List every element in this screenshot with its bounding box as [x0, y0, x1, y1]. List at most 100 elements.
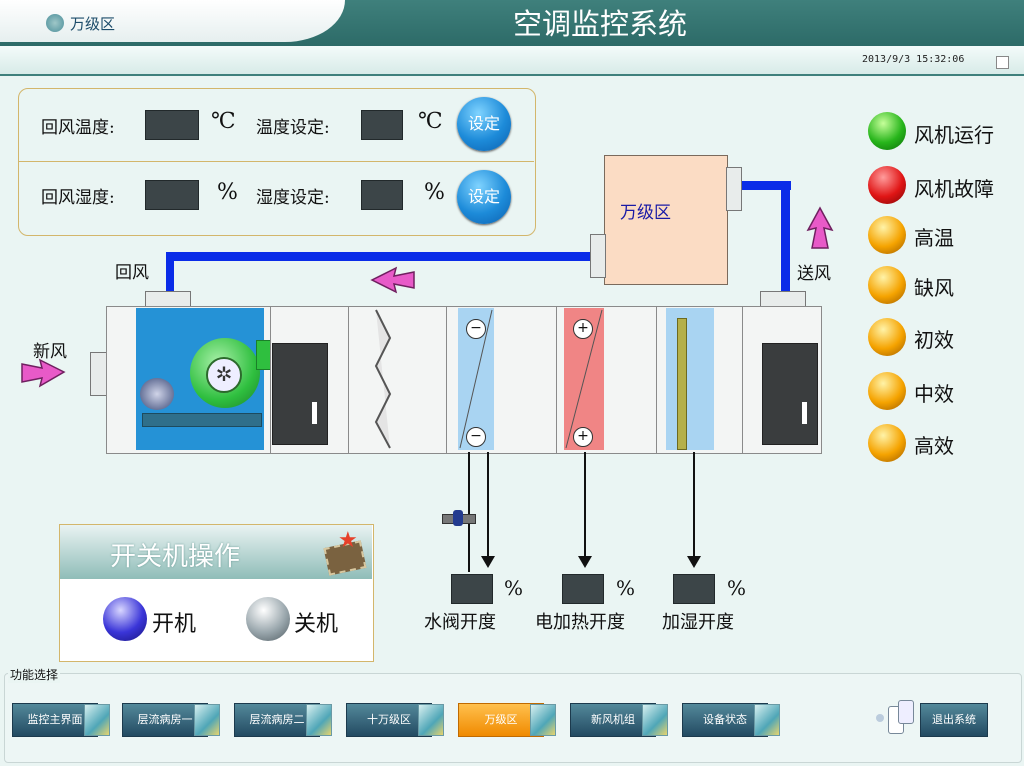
temp-set-button[interactable]: 设定: [457, 97, 511, 151]
nav-laminar-ward-1-icon: [194, 704, 220, 736]
fresh-air-label: 新风: [33, 342, 67, 362]
temp-set-unit: ℃: [418, 109, 443, 134]
primary-filter-label: 初效: [914, 328, 954, 352]
humidity-set-label: 湿度设定:: [256, 188, 330, 208]
nav-fresh-air-unit-icon: [642, 704, 668, 736]
nav-100k-zone[interactable]: 十万级区: [346, 703, 432, 737]
humidity-set-unit: %: [424, 180, 445, 205]
hepa-filter-light: [868, 424, 906, 462]
return-air-arrow-icon: [370, 266, 415, 294]
filter-section: [348, 306, 448, 454]
exit-system-button[interactable]: 退出系统: [920, 703, 988, 737]
humidity-set-button[interactable]: 设定: [457, 170, 511, 224]
humidity-set-input[interactable]: [361, 180, 403, 210]
return-humidity-unit: %: [217, 180, 238, 205]
heating-coil-diagonal: [565, 309, 603, 449]
humidifier-panel: [666, 308, 714, 450]
nav-equipment-status-icon: [754, 704, 780, 736]
humidifier-opening-value: [673, 574, 715, 604]
page-title: 空调监控系统: [512, 7, 687, 41]
motor-icon: [140, 378, 174, 410]
power-on-label: 开机: [152, 612, 197, 637]
return-temp-unit: ℃: [211, 109, 236, 134]
temp-set-label: 温度设定:: [256, 118, 330, 138]
low-air-label: 缺风: [914, 276, 954, 300]
access-door-2: [762, 343, 818, 445]
function-group-legend: 功能选择: [8, 666, 61, 683]
fan-running-label: 风机运行: [914, 123, 994, 147]
supply-air-label: 送风: [797, 264, 831, 284]
film-star-icon: ★: [320, 528, 367, 576]
filter-pleats-icon: [374, 309, 392, 449]
humidifier-opening-label: 加湿开度: [662, 612, 734, 633]
heating-coil-plus-bottom: +: [573, 427, 593, 447]
return-duct-horizontal: [166, 252, 594, 261]
panel-divider: [19, 161, 534, 162]
fresh-air-arrow-icon: [21, 358, 66, 388]
power-panel-title: 开关机操作: [110, 542, 241, 572]
return-humidity-value: [145, 180, 199, 210]
primary-filter-light: [868, 318, 906, 356]
valve-opening-unit: %: [504, 576, 524, 600]
cooling-coil-minus-bottom: −: [466, 427, 486, 447]
access-door-1: [272, 343, 328, 445]
heater-opening-label: 电加热开度: [535, 612, 625, 633]
nav-100k-zone-icon: [418, 704, 444, 736]
return-air-label: 回风: [115, 263, 149, 283]
nav-main-monitor[interactable]: 监控主界面: [12, 703, 98, 737]
nav-fresh-air-unit[interactable]: 新风机组: [570, 703, 656, 737]
nav-main-monitor-icon: [84, 704, 110, 736]
fan-fault-label: 风机故障: [914, 177, 994, 201]
zone-box: [604, 155, 728, 285]
supply-duct-vertical: [781, 181, 790, 293]
exit-device-icon: [876, 700, 916, 736]
datetime-display: 2013/9/3 15:32:06: [862, 54, 965, 65]
high-temp-label: 高温: [914, 226, 954, 250]
medium-filter-label: 中效: [914, 382, 954, 406]
return-temp-label: 回风温度:: [41, 118, 115, 138]
cooling-coil-minus-top: −: [466, 319, 486, 339]
return-duct-vertical: [166, 252, 174, 294]
fresh-inlet-connector: [90, 352, 107, 396]
power-panel-header: [60, 525, 372, 579]
nav-equipment-status[interactable]: 设备状态: [682, 703, 768, 737]
humidifier-arrow-icon: [687, 556, 701, 568]
high-temp-light: [868, 216, 906, 254]
zone-supply-connector: [726, 167, 742, 211]
temp-set-input[interactable]: [361, 110, 403, 140]
supply-air-arrow-icon: [806, 206, 834, 249]
heater-line: [584, 452, 586, 562]
nav-laminar-ward-2-icon: [306, 704, 332, 736]
low-air-light: [868, 266, 906, 304]
valve-arrow-icon: [481, 556, 495, 568]
zone-return-connector: [590, 234, 606, 278]
sub-bar: [0, 46, 1024, 76]
power-on-button[interactable]: [103, 597, 147, 641]
nav-10k-zone[interactable]: 万级区: [458, 703, 544, 737]
heater-opening-unit: %: [616, 576, 636, 600]
heating-coil-plus-top: +: [573, 319, 593, 339]
heater-arrow-icon: [578, 556, 592, 568]
logo-icon: [46, 14, 64, 32]
cooling-coil-diagonal: [459, 309, 493, 449]
valve-supply-line: [468, 452, 470, 572]
fan-impeller-icon: ✲: [206, 357, 242, 393]
return-humidity-label: 回风湿度:: [41, 188, 115, 208]
fan-running-light: [868, 112, 906, 150]
fan-base: [142, 413, 262, 427]
heater-opening-value: [562, 574, 604, 604]
zone-label: 万级区: [620, 203, 671, 223]
valve-return-line: [487, 452, 489, 562]
corner-checkbox[interactable]: [996, 56, 1009, 69]
valve-opening-label: 水阀开度: [424, 612, 496, 633]
logo-area: 万级区: [0, 0, 345, 42]
humidifier-nozzle-bar: [677, 318, 687, 450]
parameter-panel: [18, 88, 536, 236]
medium-filter-light: [868, 372, 906, 410]
valve-opening-value: [451, 574, 493, 604]
nav-10k-zone-icon: [530, 704, 556, 736]
humidifier-opening-unit: %: [727, 576, 747, 600]
power-off-button[interactable]: [246, 597, 290, 641]
humidifier-line: [693, 452, 695, 562]
nav-laminar-ward-2[interactable]: 层流病房二: [234, 703, 320, 737]
